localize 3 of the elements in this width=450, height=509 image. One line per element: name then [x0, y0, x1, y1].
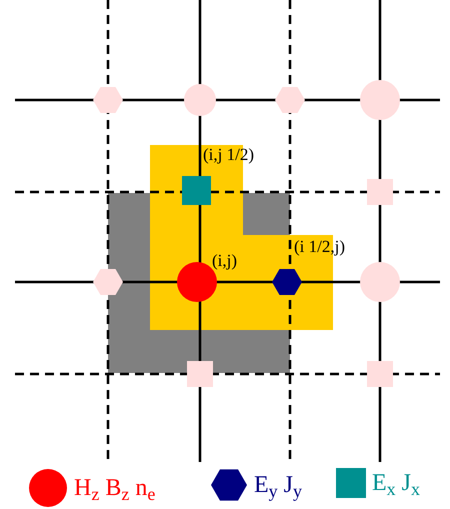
legend-label: H$_{z}$ B$_{z}$ n$_{e}$ [74, 476, 156, 500]
legend-label: E$_{x}$ J$_{x}$ [372, 471, 420, 495]
coordinate-label: (i,j) [212, 252, 238, 269]
